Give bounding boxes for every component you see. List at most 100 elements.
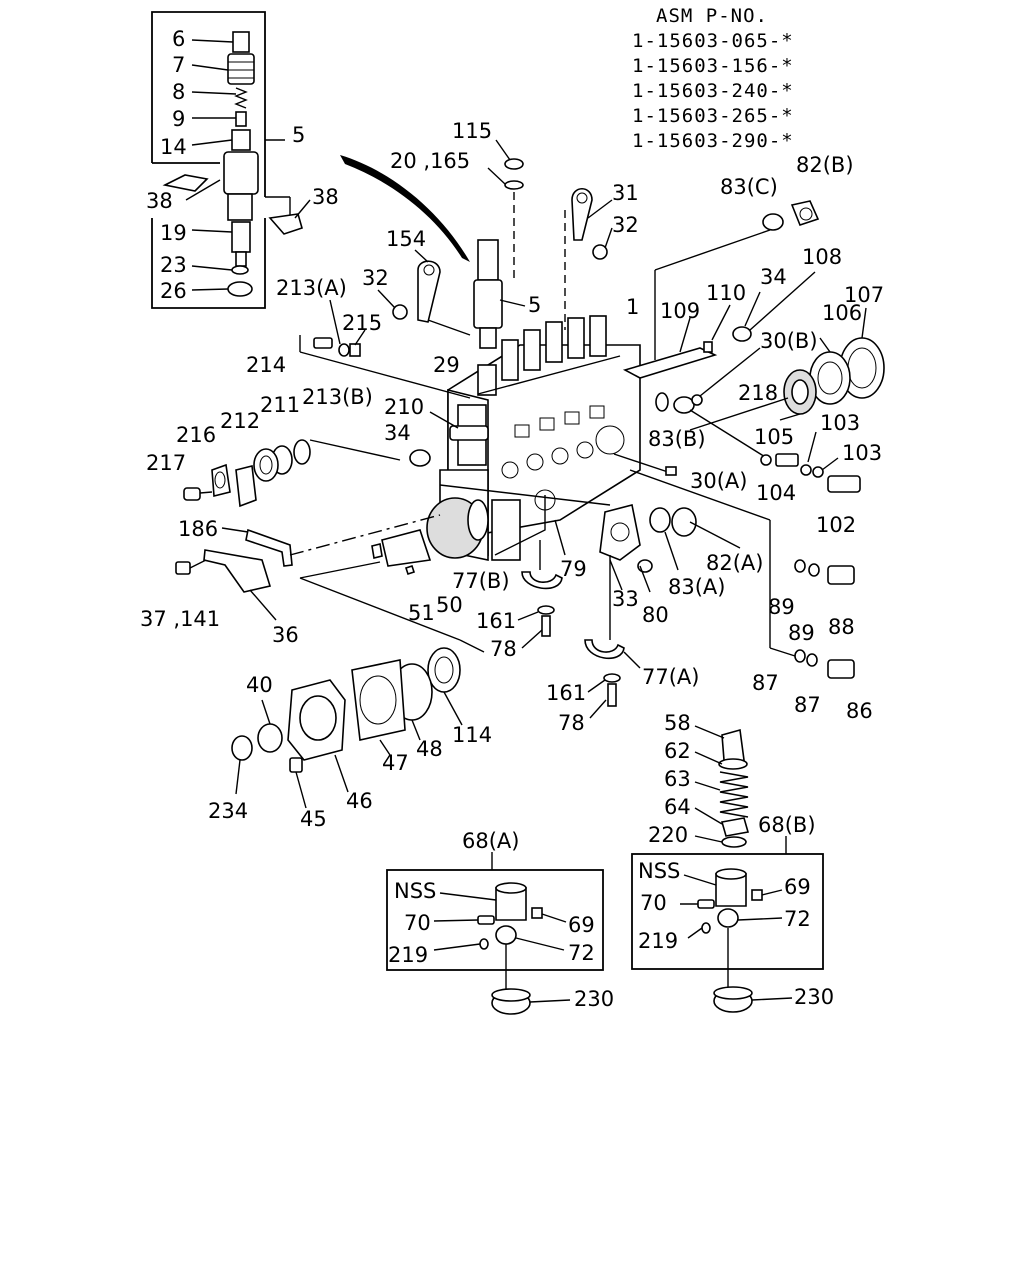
label-103-a: 103	[820, 411, 860, 435]
asm-number-5: 1-15603-290-*	[632, 130, 794, 152]
part-82a-group	[629, 469, 771, 648]
label-213a: 213(A)	[276, 276, 347, 300]
label-213b: 213(B)	[302, 385, 373, 409]
part-50-camshaft	[299, 497, 489, 641]
label-107: 107	[844, 283, 884, 307]
label-37-141: 37 ,141	[140, 607, 220, 631]
label-108: 108	[802, 245, 842, 269]
label-79: 79	[560, 557, 587, 581]
part-38-bracket-a	[162, 174, 209, 192]
label-78-a: 78	[490, 637, 517, 661]
label-220: 220	[648, 823, 688, 847]
label-32-b: 32	[362, 266, 389, 290]
label-110: 110	[706, 281, 746, 305]
label-77a: 77(A)	[642, 665, 699, 689]
label-38-a: 38	[146, 189, 173, 213]
label-217: 217	[146, 451, 186, 475]
label-230-b: 230	[794, 985, 834, 1009]
part-234	[231, 735, 253, 761]
part-14	[231, 129, 251, 151]
label-5-a: 5	[292, 123, 305, 147]
label-9: 9	[172, 107, 185, 131]
label-62: 62	[664, 739, 691, 763]
label-nss-a: NSS	[394, 879, 436, 903]
label-64: 64	[664, 795, 691, 819]
label-69-a: 69	[568, 913, 595, 937]
part-77a-clip	[584, 639, 641, 719]
label-230-a: 230	[574, 987, 614, 1011]
part-220	[721, 836, 747, 848]
part-30a	[665, 466, 677, 476]
label-72-b: 72	[784, 907, 811, 931]
label-68a: 68(A)	[462, 829, 519, 853]
label-161-a: 161	[476, 609, 516, 633]
label-89-a: 89	[768, 595, 795, 619]
label-50: 50	[436, 593, 463, 617]
label-47: 47	[382, 751, 409, 775]
part-38-bracket-b	[268, 213, 303, 235]
part-154-lever	[377, 249, 471, 336]
label-48: 48	[416, 737, 443, 761]
label-72-a: 72	[568, 941, 595, 965]
plunger-parts	[694, 725, 750, 848]
part-211-216-group	[183, 439, 401, 508]
governor-right-parts	[622, 200, 820, 379]
label-7: 7	[172, 53, 185, 77]
detail-box-lower	[151, 218, 266, 309]
label-78-b: 78	[558, 711, 585, 735]
label-234: 234	[208, 799, 248, 823]
label-86: 86	[846, 699, 873, 723]
label-105: 105	[754, 425, 794, 449]
label-88: 88	[828, 615, 855, 639]
label-30a: 30(A)	[690, 469, 747, 493]
label-214: 214	[246, 353, 286, 377]
label-215: 215	[342, 311, 382, 335]
label-102: 102	[816, 513, 856, 537]
part-6	[232, 31, 250, 53]
label-32-a: 32	[612, 213, 639, 237]
label-29: 29	[433, 353, 460, 377]
label-109: 109	[660, 299, 700, 323]
label-211: 211	[260, 393, 300, 417]
label-87-a: 87	[752, 671, 779, 695]
label-20-165: 20 ,165	[390, 149, 470, 173]
tappet-box-a	[386, 852, 604, 1015]
part-5-holder-b	[473, 239, 526, 349]
label-33: 33	[612, 587, 639, 611]
label-46: 46	[346, 789, 373, 813]
label-83b: 83(B)	[648, 427, 706, 451]
asm-number-3: 1-15603-240-*	[632, 80, 794, 102]
label-31: 31	[612, 181, 639, 205]
label-45: 45	[300, 807, 327, 831]
label-82a: 82(A)	[706, 551, 763, 575]
part-62	[718, 758, 748, 770]
asm-number-4: 1-15603-265-*	[632, 105, 794, 127]
label-70-b: 70	[640, 891, 667, 915]
part-64	[720, 817, 750, 837]
part-7	[227, 53, 255, 85]
label-219-a: 219	[388, 943, 428, 967]
label-58: 58	[664, 711, 691, 735]
label-69-b: 69	[784, 875, 811, 899]
part-31-lever	[564, 187, 613, 330]
bearing-parts	[689, 307, 885, 431]
label-216: 216	[176, 423, 216, 447]
label-212: 212	[220, 409, 260, 433]
label-104: 104	[756, 481, 796, 505]
label-161-b: 161	[546, 681, 586, 705]
label-51: 51	[408, 601, 435, 625]
label-80: 80	[642, 603, 669, 627]
leader-30a	[613, 453, 669, 473]
label-115: 115	[452, 119, 492, 143]
part-19	[231, 221, 251, 253]
part-5-holder	[223, 151, 259, 195]
part-26	[227, 281, 253, 297]
part-214-group	[299, 299, 471, 399]
label-106: 106	[822, 301, 862, 325]
part-114	[427, 647, 461, 693]
label-36: 36	[272, 623, 299, 647]
part-40	[257, 723, 283, 753]
label-nss-b: NSS	[638, 859, 680, 883]
label-68b: 68(B)	[758, 813, 816, 837]
